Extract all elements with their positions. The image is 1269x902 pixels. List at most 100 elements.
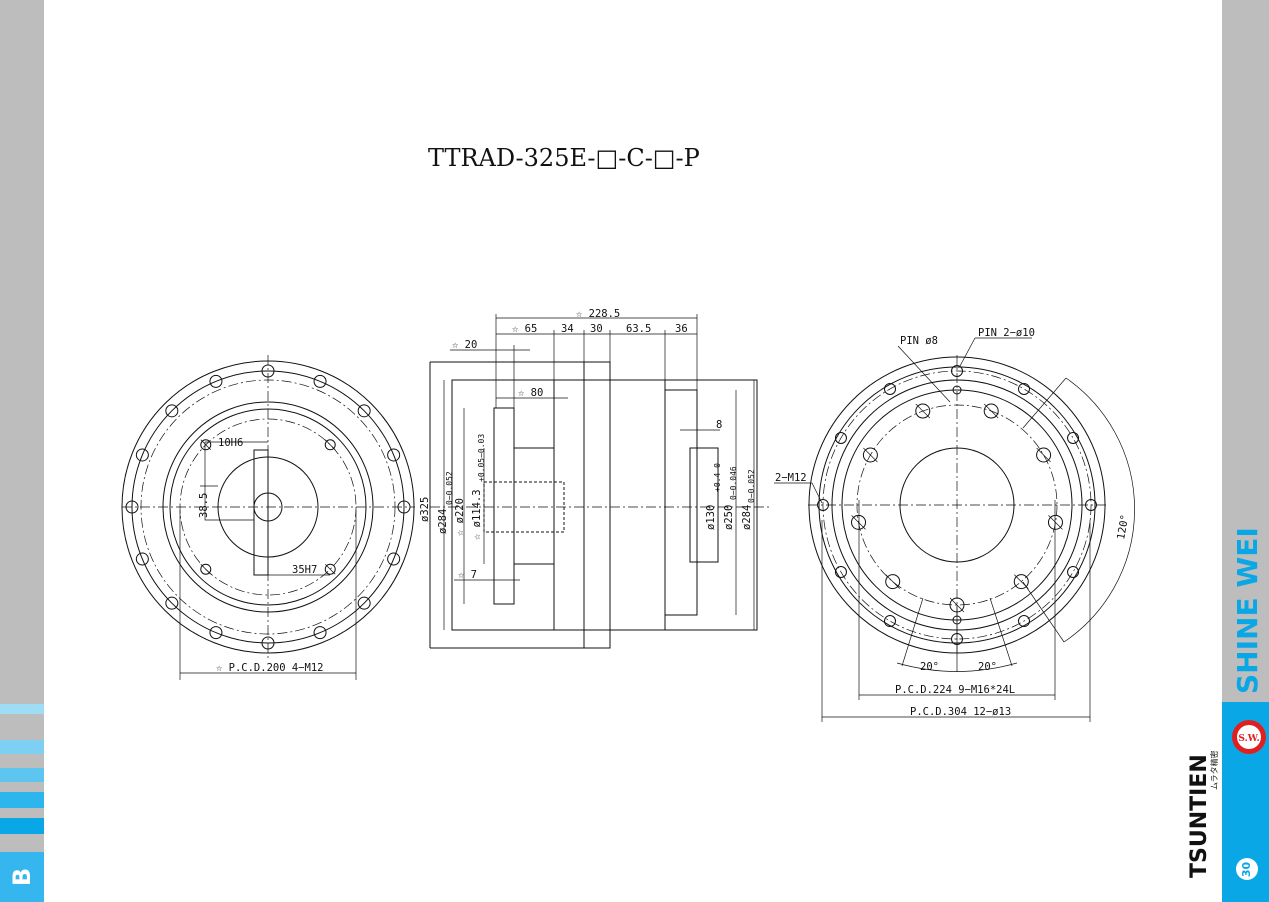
- bolt-hole: [1067, 432, 1080, 444]
- angle-120-label: 120°: [1115, 514, 1131, 541]
- depth-label: 38.5: [198, 493, 210, 518]
- left-stripe: [0, 718, 44, 728]
- bolt-hole-mark: [1036, 447, 1051, 463]
- dia-220-label: ☆ ø220: [454, 498, 466, 536]
- bolt-hole: [324, 563, 336, 575]
- pcd-224-label: P.C.D.224 9−M16*24L: [895, 684, 1015, 696]
- bolt-hole: [261, 364, 275, 378]
- bolt-hole: [200, 563, 212, 575]
- bolt-hole: [834, 432, 847, 444]
- dim-7-label: ☆ 7: [458, 569, 477, 581]
- dia-284a-label: ø284: [437, 509, 449, 534]
- dia-130-label: ø130: [705, 505, 717, 530]
- shaft-label: 35H7: [292, 564, 317, 576]
- bolt-hole: [397, 500, 411, 514]
- bolt-hole: [952, 385, 962, 395]
- seg-30-label: 30: [590, 323, 603, 335]
- left-stripe: [0, 740, 44, 754]
- tsuntien-subtitle: ムラタ精密: [1209, 750, 1219, 790]
- bolt-hole-mark: [983, 403, 999, 419]
- model-title: TTRAD-325E-□-C-□-P: [428, 144, 700, 172]
- dia-284b-tol: 0−0.052: [747, 469, 756, 503]
- bolt-hole: [951, 365, 963, 377]
- front-view-right: PIN ø8 PIN 2−ø10 2−M12 120° 20° 20° P.C.…: [774, 327, 1135, 722]
- mounting-holes-right: [817, 365, 1097, 645]
- bolt-hole-mark: [851, 515, 866, 530]
- left-stripe: [0, 792, 44, 808]
- page-number-text: 30: [1240, 861, 1254, 877]
- bolt-hole: [324, 439, 336, 451]
- left-stripe: [0, 818, 44, 834]
- pin-8-label: PIN ø8: [900, 335, 938, 347]
- dim-20-label: ☆ 20: [452, 339, 477, 351]
- bolt-hole: [1067, 566, 1080, 578]
- dia-130-tol: +0.4 0: [713, 463, 722, 492]
- bolt-hole: [165, 404, 179, 418]
- bolt-hole: [834, 566, 847, 578]
- bolt-hole: [1018, 615, 1030, 628]
- bolt-hole: [209, 374, 223, 388]
- front-view-left: 10H6 38.5 35H7 ☆ P.C.D.200 4−M12: [121, 355, 415, 680]
- left-stripe: [0, 704, 44, 714]
- logo-initials: S.W.: [1238, 734, 1259, 744]
- dia-1143-label: ☆ ø114.3: [471, 489, 483, 540]
- bolt-hole: [313, 374, 327, 388]
- bolt-hole: [862, 447, 878, 463]
- bolt-hole-mark: [200, 439, 212, 451]
- bolt-hole-mark: [863, 447, 878, 463]
- bolt-hole: [261, 636, 275, 650]
- shine-wei-wordmark: SHINE WEI: [1231, 527, 1264, 694]
- bolt-hole: [1013, 574, 1029, 590]
- pcd-304-label: P.C.D.304 12−ø13: [910, 706, 1011, 718]
- bolt-hole: [313, 626, 327, 640]
- bolt-hole: [885, 574, 901, 590]
- bolt-hole: [357, 596, 371, 610]
- bolt-hole: [135, 448, 149, 462]
- seg-635-label: 63.5: [626, 323, 651, 335]
- bolt-hole: [387, 448, 401, 462]
- tsuntien-wordmark: TSUNTIEN: [1187, 754, 1212, 878]
- dia-325-label: ø325: [419, 497, 431, 522]
- mounting-holes-left: [125, 364, 411, 650]
- bolt-hole-mark: [915, 403, 931, 419]
- angle-20b-label: 20°: [978, 661, 997, 673]
- bolt-hole: [851, 514, 867, 530]
- dia-284b-label: ø284: [741, 505, 753, 530]
- dia-250-tol: 0−0.046: [729, 466, 738, 500]
- bolt-hole: [1018, 382, 1030, 395]
- dia-284a-tol: 0−0.052: [445, 471, 454, 505]
- seg-36-label: 36: [675, 323, 688, 335]
- bolt-hole: [884, 615, 896, 628]
- bolt-hole: [200, 439, 212, 451]
- page-number: 30: [1236, 858, 1258, 880]
- bolt-hole-mark: [200, 563, 212, 575]
- bolt-hole: [1085, 499, 1097, 511]
- angle-20a-label: 20°: [920, 661, 939, 673]
- dia-1143-tol: +0.05−0.03: [477, 434, 486, 482]
- bolt-hole: [165, 596, 179, 610]
- bolt-hole-mark: [324, 563, 336, 575]
- section-tab-letter: B: [0, 852, 44, 902]
- bolt-hole: [135, 552, 149, 566]
- bolt-hole: [387, 552, 401, 566]
- shine-wei-gear-logo-icon: S.W.: [1232, 720, 1266, 754]
- left-side-bar: [0, 0, 44, 902]
- m12-label: 2−M12: [775, 472, 807, 484]
- bolt-hole: [1036, 447, 1052, 463]
- bolt-hole-mark: [885, 574, 900, 589]
- shine-wei-brand: SHINE WEI: [1231, 527, 1264, 694]
- overall-length-label: ☆ 228.5: [576, 308, 620, 320]
- bolt-hole: [125, 500, 139, 514]
- bolt-hole-mark: [324, 439, 336, 451]
- left-stripe: [0, 768, 44, 782]
- pin-10-label: PIN 2−ø10: [978, 327, 1035, 339]
- bolt-hole-mark: [1048, 515, 1063, 530]
- bolt-hole: [884, 382, 896, 395]
- pcd-left-label: ☆ P.C.D.200 4−M12: [216, 662, 323, 674]
- tsuntien-brand: TSUNTIEN ムラタ精密: [1187, 750, 1219, 878]
- dim-80-label: ☆ 80: [518, 387, 543, 399]
- bolt-hole: [817, 499, 829, 511]
- bolt-hole: [209, 626, 223, 640]
- right-side-bar: [1222, 0, 1269, 902]
- bore-label: 10H6: [218, 437, 243, 449]
